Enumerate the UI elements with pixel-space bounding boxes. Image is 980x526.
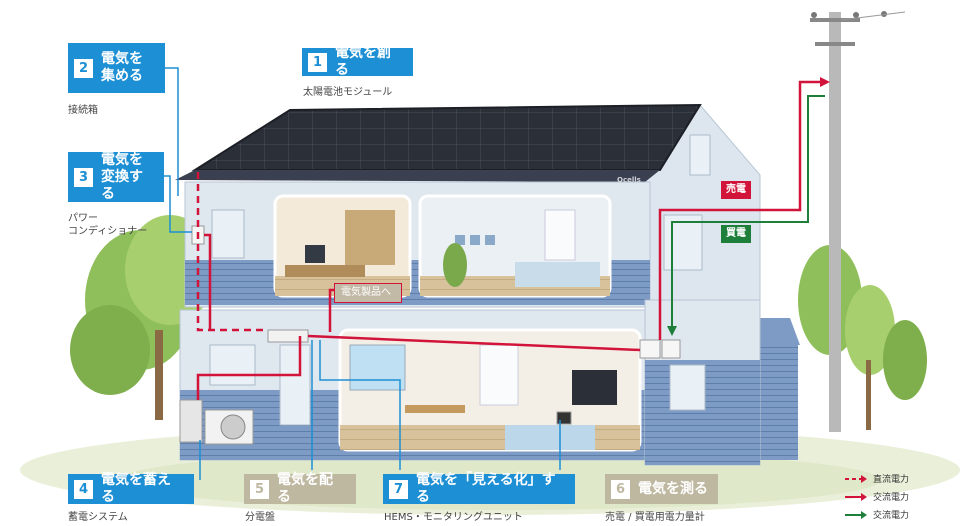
step-visualize-electricity-button[interactable]: 7 電気を「見える化」する <box>383 472 575 505</box>
step-number: 5 <box>250 479 269 499</box>
to-appliances-label: 電気製品へ <box>334 283 402 303</box>
caption-junction-box: 接続箱 <box>68 105 98 116</box>
solar-brand-logo: Qcells <box>617 176 641 184</box>
sell-power-tag: 売電 <box>721 181 751 199</box>
step-label: 電気を創る <box>335 45 391 78</box>
legend-dc-swatch <box>845 474 867 483</box>
power-flow-lines <box>196 77 830 400</box>
step-label: 電気を 変換する <box>101 151 143 202</box>
utility-pole <box>810 11 906 432</box>
step-number: 7 <box>389 479 408 499</box>
legend-ac-buy: 交流電力 <box>845 508 909 521</box>
caption-hems-monitoring: HEMS・モニタリングユニット <box>384 512 523 523</box>
step-convert-electricity-button[interactable]: 3 電気を 変換する <box>68 152 164 202</box>
step-label: 電気を測る <box>638 480 708 497</box>
step-collect-electricity-button[interactable]: 2 電気を 集める <box>68 43 165 93</box>
buy-power-tag: 買電 <box>721 225 751 243</box>
legend-ac-sell-swatch <box>845 492 867 501</box>
legend-label: 交流電力 <box>873 511 910 521</box>
step-number: 3 <box>74 167 93 187</box>
step-number: 6 <box>611 479 630 499</box>
step-measure-electricity-button[interactable]: 6 電気を測る <box>605 474 718 504</box>
legend-label: 交流電力 <box>873 493 910 503</box>
legend-ac-buy-swatch <box>845 510 867 519</box>
house <box>175 103 761 466</box>
caption-storage-system: 蓄電システム <box>68 512 128 523</box>
legend-ac-sell: 交流電力 <box>845 490 909 503</box>
step-store-electricity-button[interactable]: 4 電気を蓄える <box>68 472 194 505</box>
leader-lines <box>162 67 561 480</box>
step-number: 4 <box>74 479 93 499</box>
step-label: 電気を配る <box>277 472 333 505</box>
caption-solar-module: 太陽電池モジュール <box>303 87 393 98</box>
step-create-electricity-button[interactable]: 1 電気を創る <box>302 45 413 78</box>
step-number: 2 <box>74 58 93 78</box>
trees <box>70 215 927 430</box>
step-label: 電気を蓄える <box>101 472 171 505</box>
caption-distribution-board: 分電盤 <box>245 512 275 523</box>
legend-dc: 直流電力 <box>845 472 909 485</box>
step-number: 1 <box>308 52 327 72</box>
step-label: 電気を 集める <box>101 51 143 84</box>
step-label: 電気を「見える化」する <box>416 472 556 505</box>
caption-electricity-meter: 売電 / 買電用電力量計 <box>605 512 705 523</box>
step-distribute-electricity-button[interactable]: 5 電気を配る <box>244 472 356 505</box>
legend-label: 直流電力 <box>873 475 910 485</box>
caption-power-conditioner: パワー コンディショナー <box>68 213 148 237</box>
